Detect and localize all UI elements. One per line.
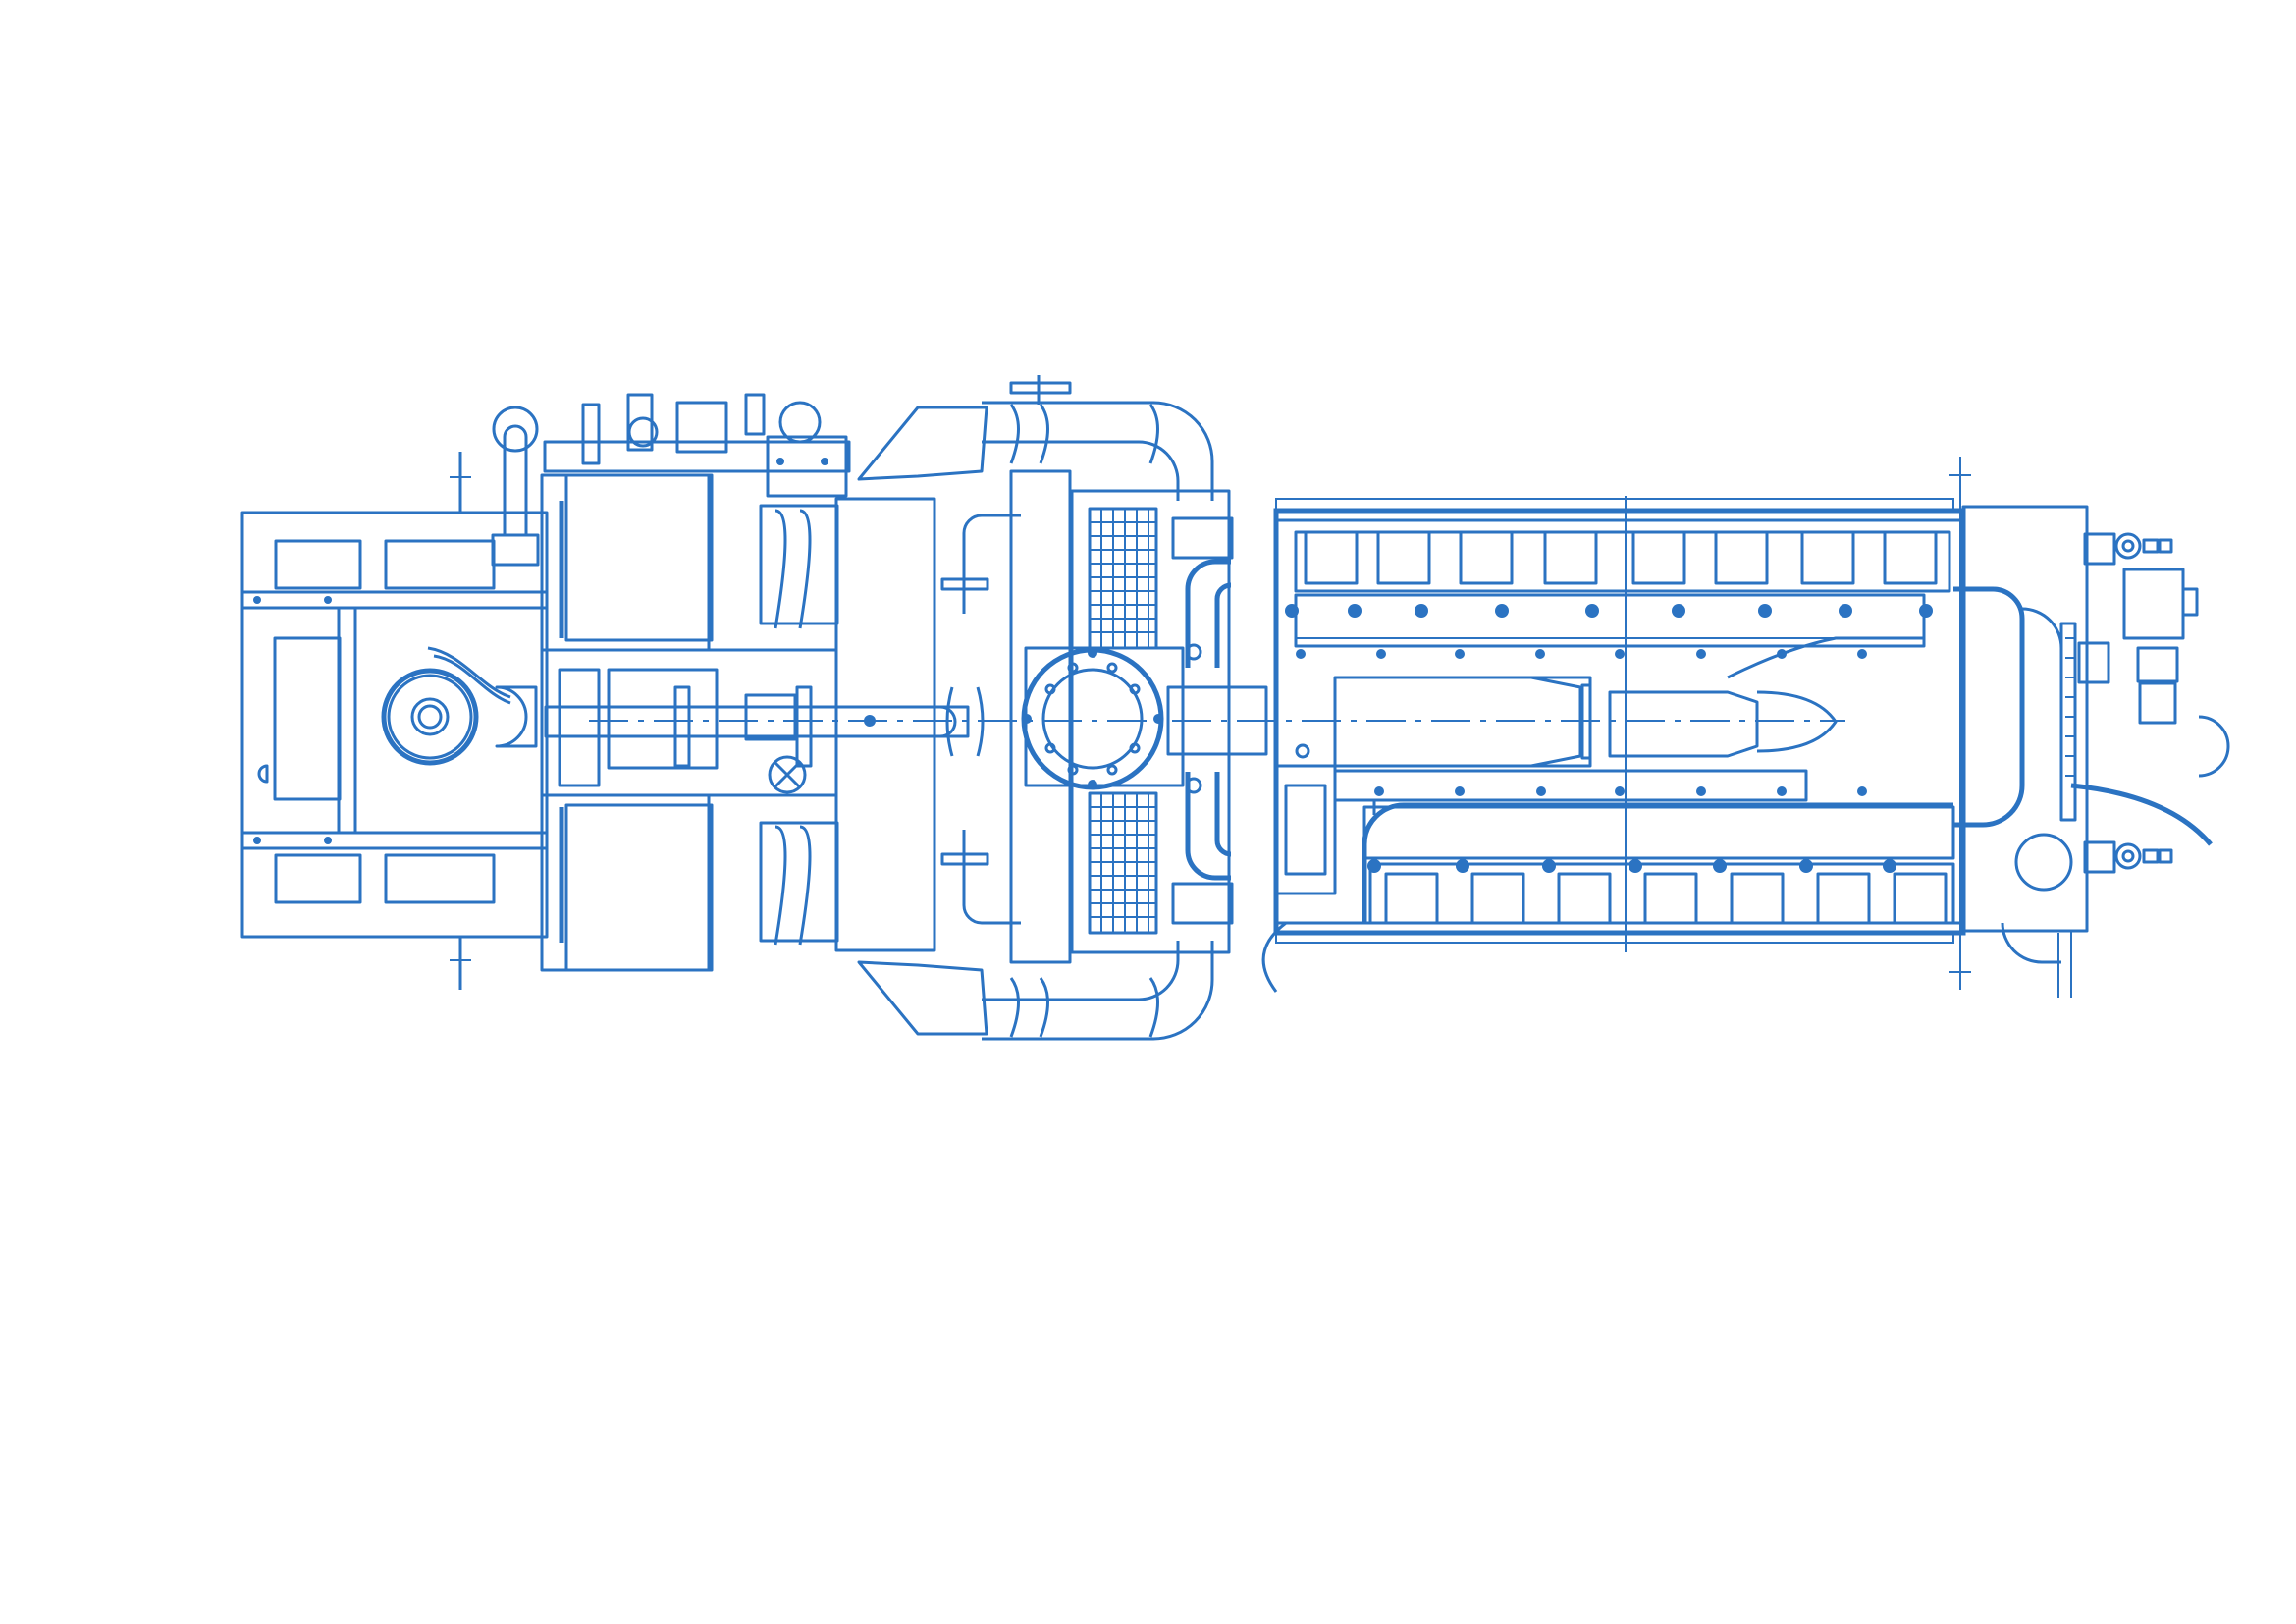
top-valve-cluster bbox=[543, 393, 851, 498]
elbow-pipes bbox=[1166, 516, 1268, 925]
front-accessories bbox=[1953, 505, 2230, 998]
engine-block bbox=[1273, 457, 1971, 990]
cylinder-bank-lower bbox=[1362, 786, 1955, 925]
flywheel-flange bbox=[1021, 647, 1164, 790]
turbocharger bbox=[834, 375, 1214, 1041]
exhaust-manifold bbox=[589, 636, 1924, 815]
cylinder-bank-upper bbox=[1285, 530, 1951, 659]
left-pipe bbox=[491, 406, 540, 748]
intercooler-grille bbox=[1088, 507, 1158, 935]
block-top-edge bbox=[1275, 498, 1954, 944]
pulley bbox=[381, 646, 511, 766]
side-valve-unit bbox=[1261, 743, 1337, 993]
base-frame bbox=[240, 452, 549, 990]
